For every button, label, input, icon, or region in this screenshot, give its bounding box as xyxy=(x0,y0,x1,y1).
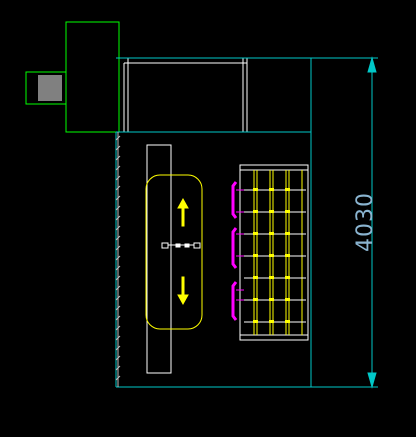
rack-frame xyxy=(239,164,309,341)
nozzle-bottom xyxy=(231,281,238,321)
dimension-arrow-bottom xyxy=(367,372,377,389)
dimension-label: 4030 xyxy=(353,192,378,252)
duct-left-box xyxy=(127,57,248,133)
left-wall-hatch xyxy=(115,132,121,387)
upper-housing xyxy=(123,57,312,133)
nozzle-middle xyxy=(231,227,238,269)
rack-rails xyxy=(253,170,303,335)
lift-platform xyxy=(145,174,203,330)
center-control xyxy=(161,242,201,249)
nozzle-top xyxy=(231,181,238,219)
up-arrow-icon xyxy=(177,197,189,227)
blower-housing xyxy=(65,21,120,133)
duct-right-box xyxy=(246,57,312,133)
cabin-frame xyxy=(115,57,312,388)
spray-nozzles xyxy=(231,181,238,321)
dimension-arrow-top xyxy=(367,56,377,73)
rack-dots xyxy=(253,188,290,323)
nozzle-connectors xyxy=(236,189,244,301)
motor-grille xyxy=(38,75,62,101)
down-arrow-icon xyxy=(177,276,189,306)
blower-motor xyxy=(25,71,67,105)
dimension-line xyxy=(311,56,378,389)
lift-column xyxy=(146,144,172,374)
